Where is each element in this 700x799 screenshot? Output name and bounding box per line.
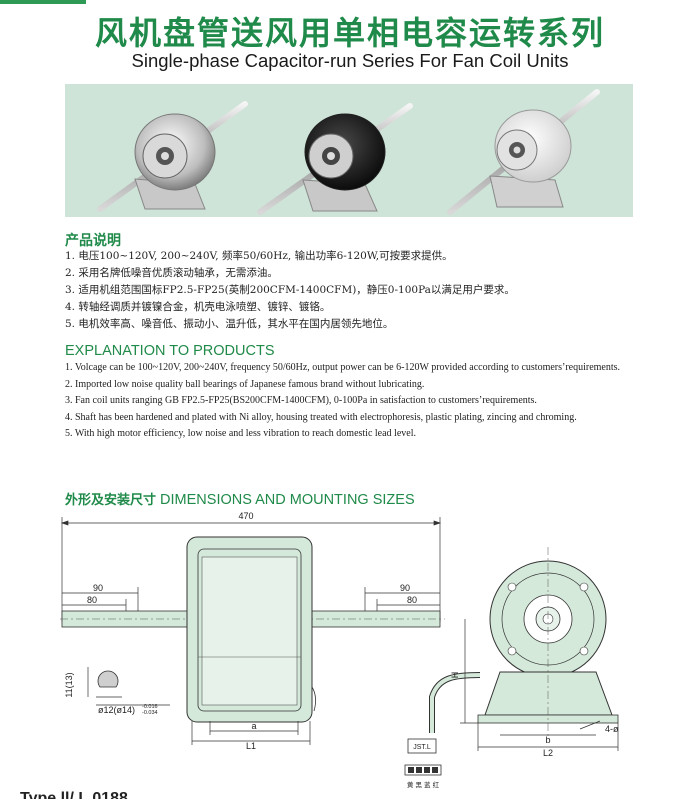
connector-jst: [407, 738, 437, 754]
dim-b: b: [545, 735, 550, 745]
shaft-section: [87, 667, 170, 706]
footer-partial-text: Type ll/ L 0188: [20, 790, 128, 799]
explanation-item: 4. Shaft has been hardened and plated wi…: [65, 411, 577, 423]
dim-L1: L1: [246, 741, 256, 751]
explanation-item: 2. Imported low noise quality ball beari…: [65, 378, 425, 390]
dimensions-heading-en: DIMENSIONS AND MOUNTING SIZES: [160, 492, 415, 508]
product-desc-item: 4. 转轴经调质并镀镍合金，机壳电泳喷塑、镀锌、镀铬。: [65, 301, 331, 313]
explanation-item: 5. With high motor efficiency, low noise…: [65, 428, 416, 439]
bottom-dims-side: [477, 720, 619, 751]
dim-right-90: 90: [400, 583, 410, 593]
dim-left-80: 80: [87, 595, 97, 605]
dimension-drawing: 470 90 80 90 80 a L1 11(13) ø12(ø14: [60, 511, 619, 789]
explanation-heading: EXPLANATION TO PRODUCTS: [65, 343, 275, 359]
dim-left-90: 90: [93, 583, 103, 593]
connector-label: JST.L: [413, 744, 431, 751]
motor-photos: [97, 89, 600, 215]
product-desc-item: 1. 电压100~120V, 200~240V, 频率50/60Hz, 输出功率…: [65, 250, 453, 262]
dim-overall-label: 470: [238, 511, 253, 521]
motor-body-side: [477, 547, 619, 737]
dim-a: a: [251, 721, 256, 731]
explanation-item: 1. Volcage can be 100~120V, 200~240V, fr…: [65, 362, 621, 373]
dim-shaft-dia: ø12(ø14): [98, 705, 135, 715]
dim-tol-upper: -0.016: [142, 704, 158, 710]
dim-tol-lower: -0.034: [142, 710, 158, 716]
overall-length-dim: [60, 517, 442, 622]
product-photo-band: [65, 84, 633, 217]
product-desc-list: 1. 电压100~120V, 200~240V, 频率50/60Hz, 输出功率…: [65, 248, 515, 333]
dim-H: H: [450, 672, 460, 679]
motor-body-front: [186, 536, 313, 723]
product-desc-item: 5. 电机效率高、噪音低、振动小、温升低，其水平在国内居领先地位。: [65, 318, 394, 330]
page-title-en: Single-phase Capacitor-run Series For Fa…: [131, 50, 569, 71]
motor-photo-black: [257, 103, 413, 215]
top-accent-bar: [0, 0, 86, 4]
connector-pins: [404, 764, 442, 776]
bottom-dims-front: [191, 721, 311, 745]
product-desc-item: 2. 采用名牌低噪音优质滚动轴承，无需添油。: [65, 267, 278, 279]
dim-H-lines: [460, 619, 478, 724]
page-title-cn: 风机盘管送风用单相电容运转系列: [94, 14, 605, 52]
dimensions-heading: 外形及安装尺寸 DIMENSIONS AND MOUNTING SIZES: [65, 489, 415, 508]
dim-hole: 4-ø: [605, 724, 619, 734]
product-desc-item: 3. 适用机组范围国标FP2.5-FP25(英制200CFM-1400CFM)，…: [65, 284, 515, 296]
dim-shaft-height: 11(13): [64, 672, 74, 697]
dimensions-heading-cn: 外形及安装尺寸: [65, 493, 157, 508]
dim-right-80: 80: [407, 595, 417, 605]
motor-photo-silver: [97, 101, 248, 212]
product-desc-heading: 产品说明: [65, 233, 121, 249]
lead-wire: [311, 686, 316, 712]
motor-photo-white: [447, 89, 600, 215]
explanation-item: 3. Fan coil units ranging GB FP2.5-FP25(…: [65, 395, 537, 406]
explanation-list: 1. Volcage can be 100~120V, 200~240V, fr…: [65, 360, 625, 443]
dim-L2: L2: [543, 748, 553, 758]
wire-colors: 黄 黑 蓝 红: [407, 780, 440, 789]
